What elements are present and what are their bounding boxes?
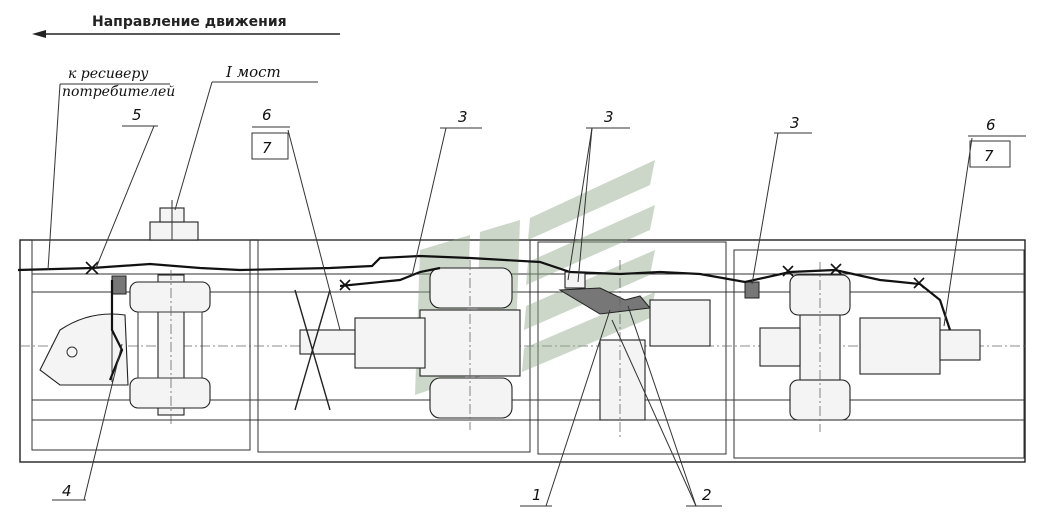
callout-6-right: 6 7 xyxy=(943,116,1026,327)
brake-pipe-front-drop xyxy=(108,280,124,381)
receiver-label-line1: к ресиверу xyxy=(68,66,149,82)
callout-3-middle: 3 xyxy=(567,108,630,283)
callout-1: 1 xyxy=(520,309,611,507)
callout-5: 5 xyxy=(95,106,158,269)
callout-6-left: 6 7 xyxy=(251,106,341,331)
svg-text:7: 7 xyxy=(984,147,994,165)
axle-2 xyxy=(294,260,521,430)
callout-3-right: 3 xyxy=(751,114,812,285)
svg-text:3: 3 xyxy=(790,114,800,132)
valve-assembly xyxy=(558,260,711,440)
callout-2: 2 xyxy=(611,305,722,507)
svg-text:6: 6 xyxy=(262,106,272,124)
frame-panel-1 xyxy=(31,239,251,451)
brake-pipe-branch xyxy=(339,266,441,288)
direction-title: Направление движения xyxy=(92,14,287,30)
receiver-label-line2: потребителей xyxy=(62,84,175,100)
callout-3-left: 3 xyxy=(411,108,482,277)
svg-text:7: 7 xyxy=(262,139,272,157)
direction-arrow xyxy=(32,30,340,38)
frame-panel-3 xyxy=(537,241,727,455)
svg-text:4: 4 xyxy=(62,482,72,500)
brake-pipe-main xyxy=(17,254,952,331)
pipe-crossings xyxy=(85,261,925,291)
svg-text:6: 6 xyxy=(986,116,996,134)
svg-text:5: 5 xyxy=(132,106,142,124)
frame-panel-4 xyxy=(733,249,1025,459)
axle-3 xyxy=(744,262,981,432)
svg-text:3: 3 xyxy=(458,108,468,126)
axle-label-text: I мост xyxy=(225,63,281,81)
callout-4: 4 xyxy=(52,343,123,501)
cab-mount xyxy=(149,200,199,241)
svg-text:3: 3 xyxy=(604,108,614,126)
svg-text:2: 2 xyxy=(702,486,712,504)
receiver-label: к ресиверу потребителей xyxy=(47,66,175,271)
axle-label: I мост xyxy=(174,63,318,211)
axle-1 xyxy=(111,270,211,425)
svg-text:1: 1 xyxy=(532,486,542,504)
